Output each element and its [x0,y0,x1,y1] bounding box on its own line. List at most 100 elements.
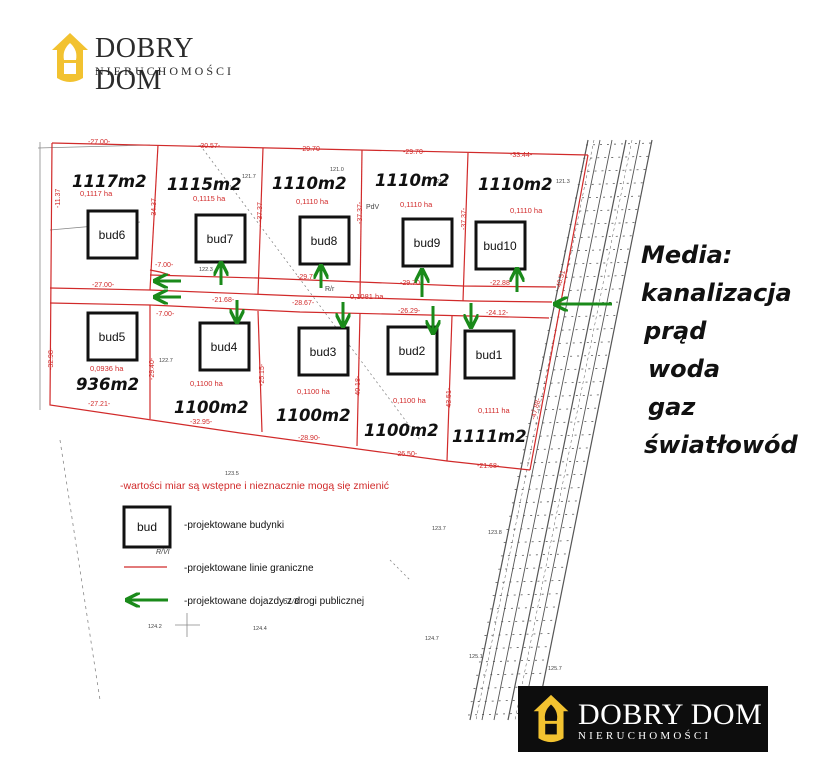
road-tick [577,182,644,186]
dim-label: -25.15- [259,363,266,386]
dim-label: -27.00- [88,139,111,146]
elevation: 122.7 [159,358,173,364]
elevation: 121.4 [433,179,447,185]
road-tick [547,328,614,331]
media-title: Media: [641,241,733,269]
legend-buildings-text: -projektowane budynki [184,520,284,531]
plot-ha: 0,1110 ha [510,206,543,215]
legend: bud -projektowane budynki -projektowane … [122,505,364,607]
building-label: bud8 [311,234,338,248]
dim-label: -28.67- [292,300,315,307]
map-label: R/r [325,286,335,293]
road-tick [580,169,647,172]
dim-label: -32.95- [190,419,213,426]
road-tick [542,354,609,358]
road-tick [585,142,653,146]
road-tick [566,235,633,239]
road-tick [509,513,576,517]
road-tick [555,288,622,292]
building-bud3: bud3 [297,326,350,377]
dim-label: -29.70- [400,280,423,287]
building-label: bud9 [414,236,441,250]
dim-label: -21.68- [212,297,235,304]
media-item: światłowód [644,431,798,459]
brand-logo-top: DOBRY DOM NIERUCHOMOŚCI [50,28,250,96]
dim-label: -33.44- [510,152,533,159]
dim-label: -26.29- [398,308,421,315]
elevation-labels: 121.0 121.7 121.4 121.3 122.3 122.7 123.… [148,167,570,672]
media-item: prąd [644,317,707,345]
brand-logo-bottom: DOBRY DOM NIERUCHOMOŚCI [518,686,768,752]
elevation: 124.2 [148,624,162,630]
map-label: 61/8 [283,597,299,606]
building-label: bud2 [399,344,426,358]
elevation: 125.1 [469,654,483,660]
dim-label: -27.00- [92,282,115,289]
dim-label: -21.68- [477,463,500,470]
building-bud5: bud5 [86,311,139,362]
dim-label: -43.51- [446,387,453,410]
building-bud1: bud1 [463,329,516,380]
road-tick [544,341,611,345]
dim-label: -22.88 [490,280,510,287]
brand-name: DOBRY DOM [95,33,193,96]
building-label: bud10 [483,239,517,253]
legend-lines-text: -projektowane linie graniczne [184,563,314,574]
dim-label: -7.00- [155,262,174,269]
brand-subtitle: NIERUCHOMOŚCI [95,64,235,78]
plot-ha: 0,1100 ha [190,379,224,388]
elevation: 123.7 [432,526,446,532]
legend-building-box [122,505,172,549]
plot-ha: 0,1100 ha [297,387,331,396]
dim-label: -29.70- [403,149,426,156]
dim-label: -11.37 [55,189,62,208]
building-bud7: bud7 [194,213,247,264]
dim-label: -24.12- [486,310,509,317]
elevation: 123.8 [488,530,502,536]
road-tick [503,540,570,544]
building-bud2: bud2 [386,325,439,376]
legend-access-text: -projektowane dojazdy z drogi publicznej [184,596,364,607]
brand-subtitle: NIERUCHOMOŚCI [578,730,712,742]
elevation: 124.7 [425,636,439,642]
plot-area: 1100m2 [276,406,351,425]
plot-area: 1100m2 [364,421,439,440]
media-item: woda [648,355,721,383]
road-tick [572,208,639,212]
dim-label: -40.51 [555,269,567,290]
road-tick [495,580,562,583]
building-label: bud7 [207,232,234,246]
building-label: bud1 [476,348,503,362]
elevation: 124.4 [253,626,267,632]
road-tick [525,434,592,437]
road-tick [476,672,543,676]
media-item: kanalizacja [641,279,792,307]
road-tick [583,155,650,159]
house-logo-icon [533,694,569,743]
access-arrows [156,264,612,332]
background-map-lines [37,142,421,701]
map-label: PdV [366,204,380,211]
road-tick [500,553,567,557]
plot-area: 1100m2 [174,398,249,417]
area-labels: 1117m2 1115m2 1110m2 1110m2 1110m2 936m2… [72,171,553,446]
media-item: gaz [648,393,696,421]
dim-label: -28.90- [298,435,321,442]
dim-label: -37.37- [461,207,468,230]
road-tick [558,275,625,278]
brand-name: DOBRY DOM [578,698,763,731]
dim-label: -34.37 [151,198,158,218]
road-tick [487,619,554,623]
legend-box-label: bud [137,520,157,534]
map-label: R/VI [156,549,170,556]
road-tick [575,195,642,199]
building-bud8: bud8 [298,215,351,266]
building-label: bud3 [310,345,337,359]
road-tick [514,487,581,491]
plot-boundaries [49,142,589,568]
house-logo-icon [52,33,88,82]
elevation: 121.3 [556,179,570,185]
measurement-note: -wartości miar są wstępne i nieznacznie … [120,480,389,492]
plot-area: 1110m2 [478,175,553,194]
